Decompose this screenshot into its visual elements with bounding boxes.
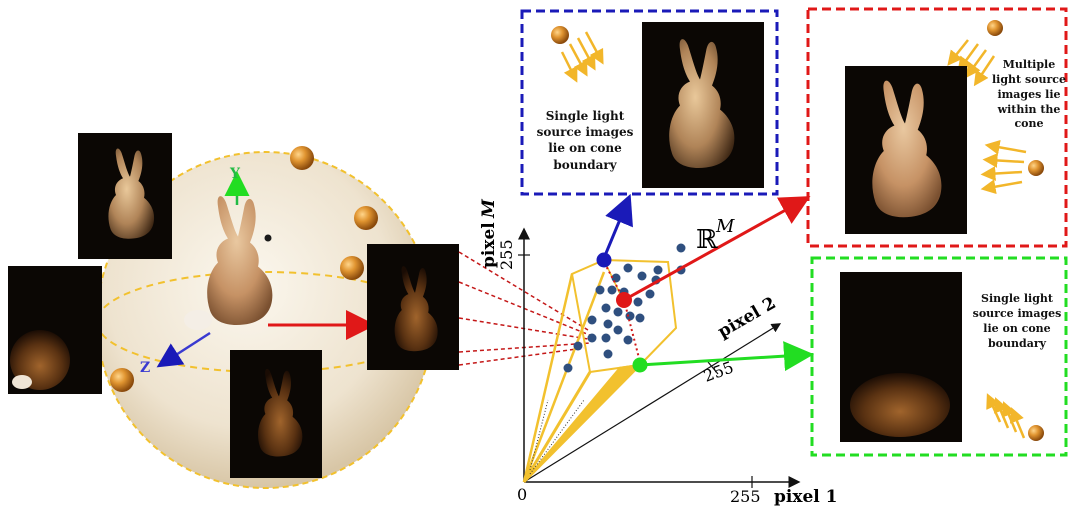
blue-box-bunny-image	[642, 22, 764, 188]
red-box-light-top	[947, 20, 1003, 87]
red-box-frame	[806, 7, 1068, 248]
x-tick-label: 255	[730, 487, 761, 506]
bunny-image-left	[8, 266, 102, 394]
blue-box-light	[551, 26, 604, 83]
bunny-image-top-left	[78, 133, 172, 259]
light-source-ball	[110, 146, 378, 392]
center-bunny	[184, 196, 273, 330]
bunny-image-bottom	[230, 350, 322, 478]
space-superscript: M	[715, 216, 735, 237]
data-points	[563, 243, 686, 373]
red-point	[616, 292, 632, 308]
green-box-bunny-image	[840, 272, 962, 442]
red-box-text: Multiple light source images lie within …	[992, 58, 1066, 131]
plot-axes	[518, 227, 801, 488]
blue-box-text: Single light source images lie on cone b…	[536, 109, 634, 172]
y-axis-variable: M	[479, 198, 499, 219]
red-arrow	[623, 196, 811, 302]
z-axis-arrow	[156, 331, 211, 368]
green-arrow	[639, 341, 814, 372]
y-tick-label: 255	[497, 239, 516, 270]
blue-box-frame	[520, 9, 779, 196]
blue-point	[596, 252, 612, 268]
green-box-frame	[810, 256, 1068, 457]
space-label: ℝ	[696, 225, 718, 255]
origin-label: 0	[517, 485, 527, 504]
blue-arrow	[602, 193, 633, 259]
y-axis-label: pixel	[479, 222, 499, 268]
green-point	[632, 357, 648, 373]
green-box-text: Single light source images lie on cone b…	[972, 292, 1062, 350]
red-dotted-connectors	[603, 261, 641, 363]
red-box-bunny-image	[845, 66, 967, 234]
green-box-light	[986, 393, 1044, 441]
z-axis-label: Z	[140, 360, 150, 376]
red-box-light-bottom	[980, 139, 1044, 195]
z-axis-label: pixel 2	[715, 293, 780, 342]
x-axis-label: pixel 1	[774, 487, 838, 506]
bunny-image-right	[367, 244, 459, 370]
y-axis-label: Y	[229, 166, 241, 182]
